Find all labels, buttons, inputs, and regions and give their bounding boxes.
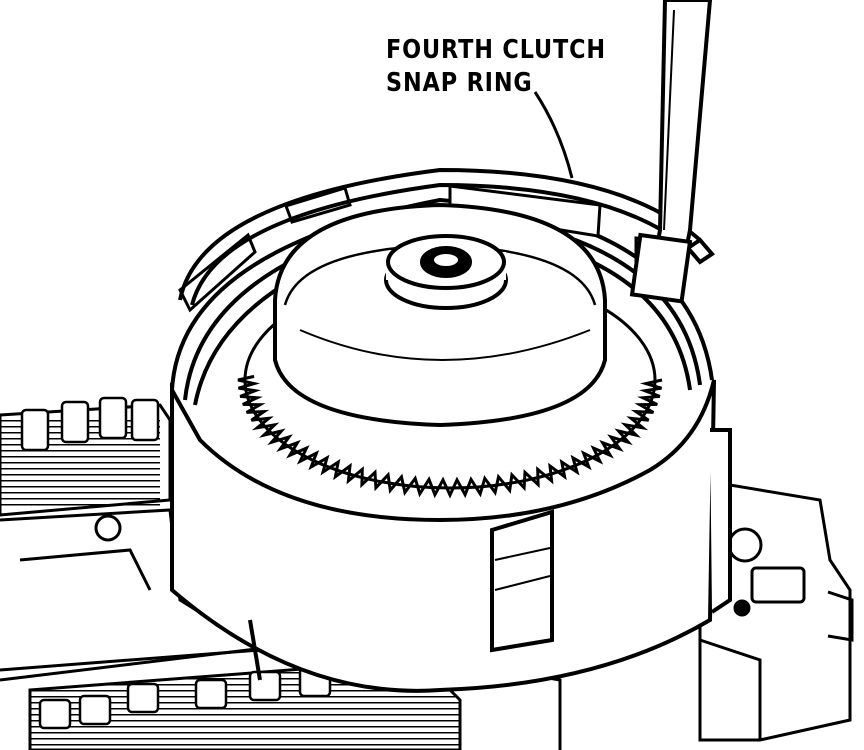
lower-plate xyxy=(28,658,462,750)
callout-leader-line xyxy=(533,91,574,179)
clutch-plate-stack xyxy=(0,396,172,517)
clutch-piston xyxy=(273,202,607,428)
screwdriver-tool xyxy=(629,0,713,304)
callout-line-1: FOURTH CLUTCH xyxy=(386,35,606,65)
center-shaft xyxy=(384,234,508,310)
fourth-clutch-snap-ring xyxy=(178,167,715,306)
valve-body xyxy=(698,478,854,742)
callout-label: FOURTH CLUTCH SNAP RING xyxy=(386,34,606,100)
callout-line-2: SNAP RING xyxy=(386,68,533,98)
